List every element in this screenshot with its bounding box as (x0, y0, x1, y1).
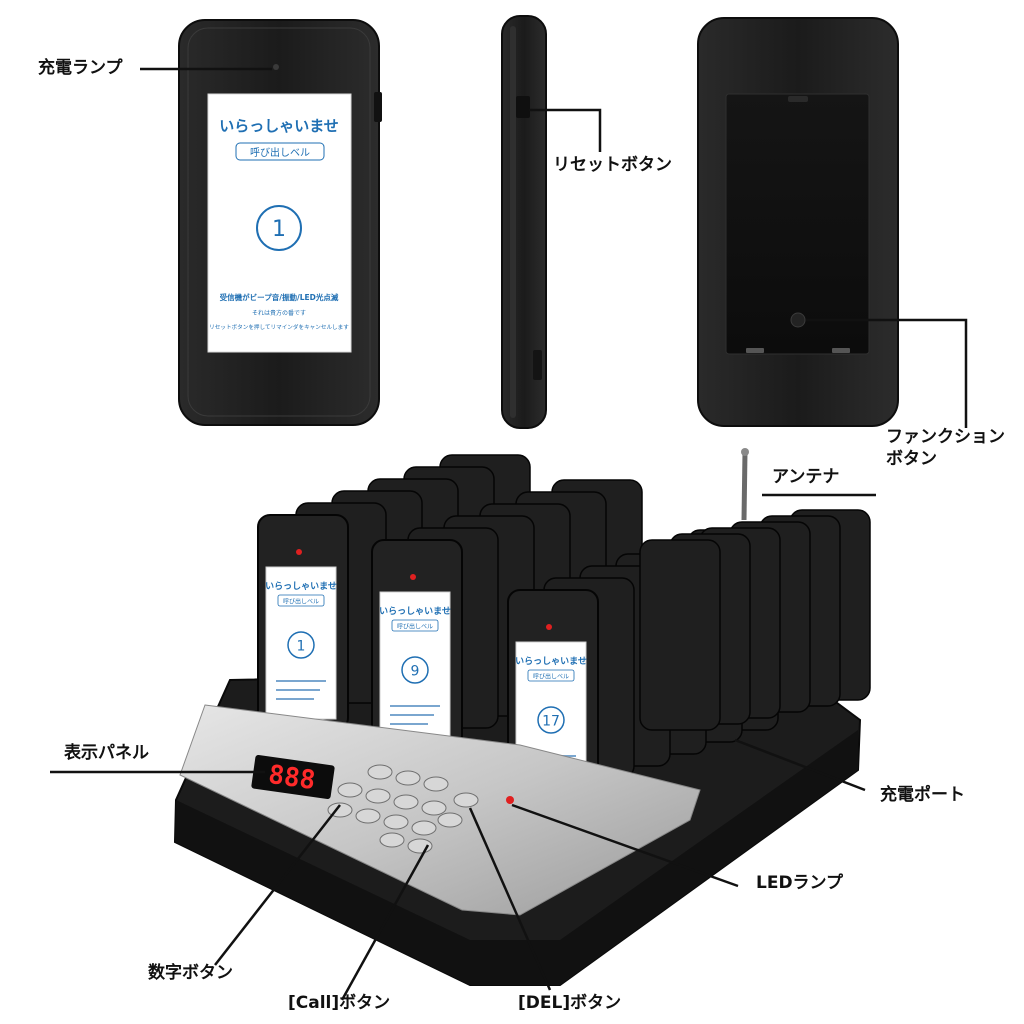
pager-front-view: いらっしゃいませ 呼び出しベル 1 受信機がビープ音/振動/LED光点滅 それは… (178, 19, 382, 426)
base-pager-number: 9 (411, 664, 420, 680)
function-button[interactable] (790, 312, 806, 328)
callout-lines (50, 67, 968, 1001)
pager-led-icon (296, 549, 302, 555)
label-charging-port: 充電ポート (880, 785, 965, 805)
number-button[interactable] (411, 820, 437, 836)
pager-screen-number: 1 (272, 217, 286, 242)
base-pager-badge: 呼び出しベル (283, 598, 319, 606)
label-del-button: [DEL]ボタン (518, 993, 622, 1013)
reset-button[interactable] (516, 96, 530, 118)
label-antenna: アンテナ (772, 467, 840, 487)
pager-screen (207, 93, 352, 353)
number-button[interactable] (421, 800, 447, 816)
number-button[interactable] (437, 812, 463, 828)
label-call-button: [Call]ボタン (288, 993, 391, 1013)
number-button[interactable] (367, 764, 393, 780)
base-pager-number: 1 (297, 639, 306, 655)
pager-screen-line1: 受信機がビープ音/振動/LED光点滅 (220, 292, 339, 302)
pager-back-view (697, 17, 899, 427)
base-pager-screen (379, 591, 451, 745)
base-pager-screen (265, 566, 337, 720)
pager-led-icon (410, 574, 416, 580)
base-pager-welcome: いらっしゃいませ (515, 656, 587, 667)
pager-screen-line2: それは貴方の番です (252, 309, 306, 317)
pager-led-icon (546, 624, 552, 630)
base-pager-welcome: いらっしゃいませ (379, 606, 451, 617)
label-reset-button: リセットボタン (553, 155, 672, 175)
base-pager-welcome: いらっしゃいませ (265, 581, 337, 592)
led-lamp (506, 796, 514, 804)
display-panel (251, 754, 335, 800)
display-digits: 888 (267, 760, 318, 796)
label-function-button-line1: ファンクション (886, 427, 1005, 447)
label-function-button-line2: ボタン (886, 449, 937, 469)
pager-screen-badge: 呼び出しベル (250, 146, 310, 159)
number-button[interactable] (365, 788, 391, 804)
charging-base-station: いらっしゃいませ呼び出しベル1いらっしゃいませ呼び出しベル9いらっしゃいませ呼び… (173, 448, 871, 986)
label-display-panel: 表示パネル (64, 743, 149, 763)
number-button-pad (327, 764, 479, 854)
number-button[interactable] (383, 814, 409, 830)
label-number-button: 数字ボタン (148, 963, 233, 983)
number-button[interactable] (355, 808, 381, 824)
antenna (741, 451, 748, 521)
base-pager-number: 17 (542, 714, 560, 730)
number-button[interactable] (423, 776, 449, 792)
stacked-pager (639, 539, 721, 731)
pager-screen-welcome: いらっしゃいませ (219, 117, 339, 135)
base-pager-badge: 呼び出しベル (533, 673, 569, 681)
pager-stack: いらっしゃいませ呼び出しベル1いらっしゃいませ呼び出しベル9いらっしゃいませ呼び… (257, 454, 871, 806)
number-button[interactable] (395, 770, 421, 786)
pager-side-view (501, 15, 547, 429)
label-led-lamp: LEDランプ (756, 873, 844, 893)
charge-lamp (273, 64, 279, 70)
label-charge-lamp: 充電ランプ (38, 58, 123, 78)
del-button[interactable] (453, 792, 479, 808)
number-button[interactable] (393, 794, 419, 810)
pager-screen-line3: リセットボタンを押してリマインダをキャンセルします (209, 323, 349, 331)
number-button[interactable] (337, 782, 363, 798)
number-button[interactable] (379, 832, 405, 848)
base-pager-badge: 呼び出しベル (397, 623, 433, 631)
